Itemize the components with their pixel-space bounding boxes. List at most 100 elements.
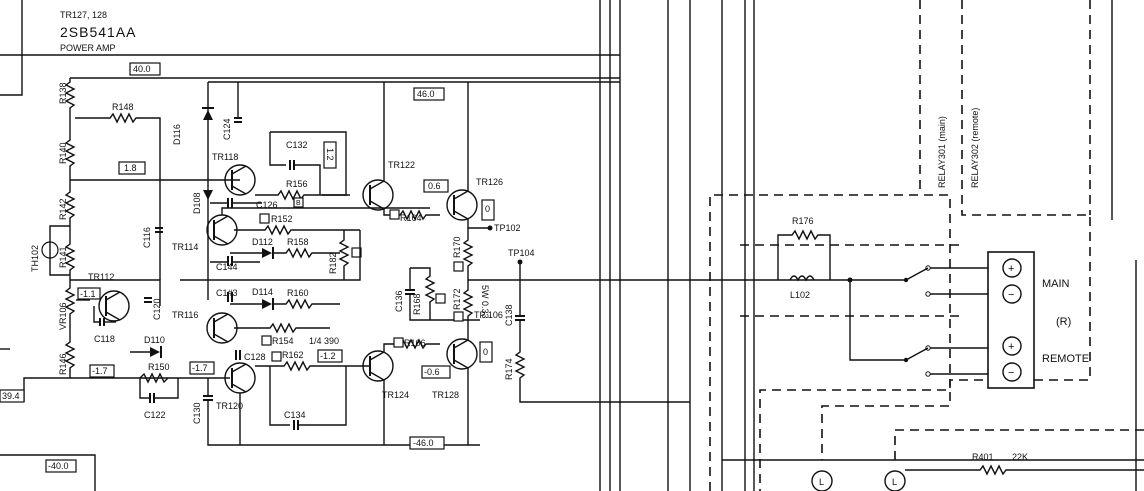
capacitor-c144: C144 [210, 256, 260, 272]
diode-d116: D116 [172, 107, 214, 145]
tp102-label: TP102 [494, 223, 521, 233]
voltage-minus-1-1: -1.1 [80, 289, 96, 299]
tr120-label: TR120 [216, 401, 243, 411]
c138-label: C138 [504, 304, 514, 326]
relay302-label: RELAY302 (remote) [970, 108, 980, 188]
voltage-0-tr128: 0 [483, 347, 488, 357]
voltage-box-minus-46: -46.0 [409, 436, 445, 450]
voltage-box-minus-0-6: -0.6 [421, 365, 451, 379]
d112-label: D112 [252, 237, 273, 247]
resistor-r170: R170 [452, 228, 474, 280]
voltage-box-46-top: 46.0 [413, 87, 445, 101]
resistor-r182: R182 [328, 230, 362, 280]
voltage-1-8: 1.8 [124, 163, 137, 173]
speaker-terminal-block: + − + − [987, 251, 1035, 389]
c122-label: C122 [144, 410, 166, 420]
capacitor-c126: C126 [210, 198, 278, 210]
voltage-39-4: 39.4 [2, 391, 20, 401]
r166-label: R166 [404, 338, 426, 348]
voltage-box-39-4: 39.4 [0, 389, 25, 403]
voltage-minus-46: -46.0 [413, 438, 434, 448]
resistor-r156: R156 [255, 179, 350, 201]
relay-dash-bottom [894, 429, 1144, 460]
left-edge-wiring [0, 0, 620, 491]
r170-label: R170 [452, 236, 462, 258]
relay-remote-contact [903, 345, 1000, 377]
c118-label: C118 [94, 334, 115, 344]
transistor-tr114: TR114 [172, 214, 238, 252]
resistor-r154: R154 1/4 390 [234, 322, 339, 346]
wire-tr112 [70, 279, 161, 306]
resistor-r148: R148 [75, 102, 161, 280]
lamp-2: L [884, 470, 906, 491]
r172-value: 5W 0.33 [480, 285, 490, 319]
resistor-r146: R146 [58, 330, 76, 378]
capacitor-c143: C1#3 [216, 288, 238, 302]
transistor-tr118: TR118 [212, 152, 256, 196]
r154-label: R154 [272, 336, 294, 346]
r148-label: R148 [112, 102, 134, 112]
voltage-minus-1-7-right: -1.7 [192, 363, 208, 373]
tr116-label: TR116 [172, 310, 198, 320]
r168-label: R168 [412, 293, 422, 315]
c130-label: C130 [192, 402, 202, 424]
r164-label: R164 [400, 213, 422, 223]
voltage-1-2: 1.2 [325, 148, 335, 161]
capacitor-c128: C128 [235, 350, 266, 362]
r150-label: R150 [148, 362, 170, 372]
transistor-tr128: TR128 [432, 330, 478, 445]
c144-label: C144 [216, 262, 238, 272]
marker-b-r156-text: B [296, 200, 301, 207]
vr106-label: VR106 [58, 302, 68, 330]
r160-label: R160 [287, 288, 309, 298]
r154-value: 1/4 390 [309, 336, 339, 346]
voltage-box-minus-1-7-right: -1.7 [189, 361, 215, 375]
main-minus: − [1008, 289, 1014, 301]
c132-label: C132 [286, 140, 308, 150]
relay-main-contact [903, 265, 1000, 297]
wire-r164 [221, 207, 430, 215]
r146-label: R146 [58, 353, 68, 375]
resistor-r172: R172 5W 0.33 [452, 280, 490, 330]
capacitor-c134-network: C134 [269, 366, 347, 430]
c120-label: C120 [152, 298, 162, 320]
d116-label: D116 [172, 124, 182, 145]
r401-value: 22K [1012, 452, 1028, 462]
relay301-label: RELAY301 (main) [937, 116, 947, 188]
d108-label: D108 [192, 192, 202, 214]
power-amp-label: POWER AMP [60, 43, 116, 53]
voltage-box-minus-1-7-left: -1.7 [89, 364, 115, 378]
resistor-r176: R176 [777, 216, 831, 280]
c126-label: C126 [256, 200, 278, 210]
c128-label: C128 [244, 352, 266, 362]
voltage-0-tr126: 0 [485, 204, 490, 214]
r174-label: R174 [504, 358, 514, 380]
part-number-label: 2SB541AA [60, 24, 137, 40]
testpoint-tp106: TP 106 [474, 310, 503, 320]
r152-label: R152 [271, 214, 293, 224]
r162-label: R162 [282, 350, 304, 360]
th102-label: TH102 [30, 245, 40, 272]
resistor-r142: R142 [58, 180, 76, 230]
voltage-box-minus-1-1: -1.1 [77, 287, 101, 300]
r176-label: R176 [792, 216, 814, 226]
r156-label: R156 [286, 179, 308, 189]
voltage-46-top: 46.0 [417, 89, 435, 99]
testpoint-tp102: TP102 [467, 219, 521, 233]
transistor-tr126: TR126 [446, 82, 503, 221]
c134-label: C134 [284, 410, 306, 420]
voltage-box-0-6: 0.6 [423, 179, 449, 193]
transistor-tr116: TR116 [172, 310, 238, 344]
resistor-r158: R158 [273, 237, 340, 259]
resistor-r162: R162 [255, 350, 370, 372]
l102-label: L102 [790, 290, 810, 300]
tr114-label: TR114 [172, 242, 198, 252]
d110-label: D110 [144, 335, 165, 345]
tr124-label: TR124 [382, 390, 409, 400]
transistor-ref-label: TR127, 128 [60, 10, 107, 20]
r158-label: R158 [287, 237, 309, 247]
c124-label: C124 [222, 118, 232, 140]
r142-label: R142 [58, 198, 68, 220]
c116-label: C116 [142, 227, 152, 248]
